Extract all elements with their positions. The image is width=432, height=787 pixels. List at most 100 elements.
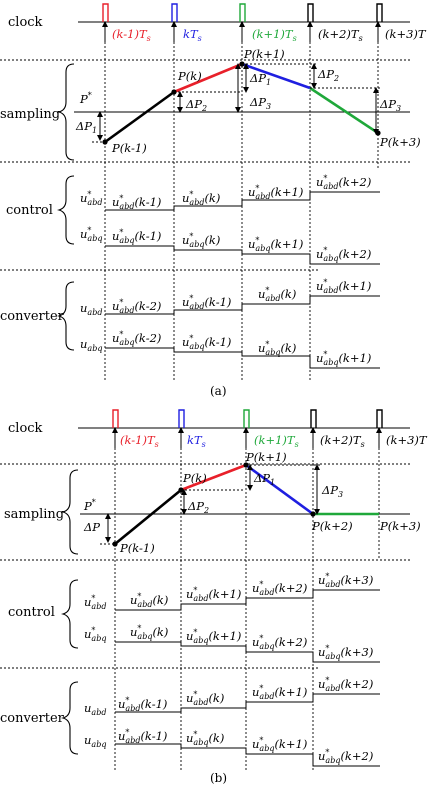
clock-label-b: clock — [8, 421, 43, 436]
control-d-waveform-a — [105, 191, 380, 211]
converter-d-labels-b: u*abd(k-1) u*abd(k) u*abd(k+1) u*abd(k+2… — [118, 676, 373, 713]
svg-text:u*abd(k+1): u*abd(k+1) — [186, 586, 241, 603]
label-pk+1-a: P(k+1) — [243, 47, 285, 61]
svg-text:u*abd(k-2): u*abd(k-2) — [112, 298, 161, 315]
control-q-labels-a: u*abq(k-1) u*abq(k) u*abq(k+1) u*abq(k+2… — [112, 228, 371, 263]
control-q-waveform-b — [115, 641, 380, 663]
svg-text:u*abd(k): u*abd(k) — [130, 592, 168, 609]
svg-text:u*abq(k+3): u*abq(k+3) — [318, 644, 373, 661]
svg-text:u*abd(k-1): u*abd(k-1) — [118, 696, 167, 713]
control-left-d-b: u*abd — [84, 594, 106, 611]
clock-label-5-a: (k+3)T — [385, 27, 427, 41]
converter-brace-a — [57, 281, 75, 351]
label-pk-a: P(k) — [177, 69, 202, 83]
clock-label-5-b: (k+3)T — [386, 433, 428, 447]
svg-text:u*abq(k): u*abq(k) — [130, 624, 168, 641]
svg-text:u*abd(k+1): u*abd(k+1) — [248, 184, 303, 201]
converter-d-waveform-a — [105, 295, 380, 315]
clock-pulse-2-b — [178, 409, 185, 428]
converter-d-waveform-b — [115, 693, 380, 713]
svg-text:u*abq(k-2): u*abq(k-2) — [112, 330, 161, 347]
pstar-a: P* — [79, 91, 92, 106]
control-d-waveform-b — [115, 589, 380, 611]
trajectory-red-a — [173, 62, 243, 94]
converter-left-d-a: uabd — [80, 301, 102, 317]
svg-text:u*abq(k): u*abq(k) — [182, 232, 220, 249]
clock-pulse-3-a — [239, 3, 246, 22]
control-brace-a — [57, 175, 75, 245]
converter-q-waveform-b — [115, 743, 380, 767]
svg-text:u*abq(k): u*abq(k) — [258, 340, 296, 357]
sampling-label-a: sampling — [0, 107, 60, 122]
svg-text:u*abq(k): u*abq(k) — [186, 730, 224, 747]
clock-label-3-b: (k+1)Ts — [254, 433, 299, 449]
trajectory-green-a — [309, 86, 379, 135]
control-q-waveform-a — [105, 245, 380, 265]
label-dp2b-a: ΔP2 — [317, 67, 339, 83]
point-pk-1-b — [112, 541, 118, 547]
label-dp3-a: ΔP3 — [249, 95, 271, 111]
converter-d-labels-a: u*abd(k-2) u*abd(k-1) u*abd(k) u*abd(k+1… — [112, 278, 371, 315]
svg-text:u*abd(k+3): u*abd(k+3) — [318, 572, 373, 589]
trajectory-blue-a — [241, 62, 311, 90]
panel-b: clock (k-1)Ts kTs (k+1)Ts (k+2)Ts (k+3)T — [0, 409, 428, 785]
label-dp3-b: ΔP3 — [321, 483, 343, 499]
panel-a: clock (k-1)Ts kTs (k+1)Ts (k+2)Ts (k+3)T — [0, 3, 427, 398]
clock-pulse-1-b — [112, 409, 119, 428]
control-brace-b — [61, 579, 79, 649]
label-pk-b: P(k) — [182, 471, 207, 485]
svg-text:u*abq(k+2): u*abq(k+2) — [318, 748, 373, 765]
control-label-b: control — [8, 605, 55, 620]
delta-p1-left-a: ΔP1 — [75, 119, 97, 135]
svg-text:u*abd(k-1): u*abd(k-1) — [182, 294, 231, 311]
svg-text:u*abd(k+2): u*abd(k+2) — [318, 676, 373, 693]
svg-text:u*abq(k+1): u*abq(k+1) — [248, 236, 303, 253]
clock-pulse-4-b — [310, 409, 317, 428]
label-pk-1-b: P(k-1) — [119, 541, 155, 555]
clock-label-4-b: (k+2)Ts — [320, 433, 365, 449]
control-q-labels-b: u*abq(k) u*abq(k+1) u*abq(k+2) u*abq(k+3… — [130, 624, 373, 661]
clock-label-1-a: (k-1)Ts — [112, 27, 151, 43]
converter-label-a: converter — [0, 309, 65, 324]
point-pk-1-a — [102, 139, 108, 145]
trajectory-black-a — [104, 90, 175, 144]
svg-text:u*abq(k-1): u*abq(k-1) — [182, 334, 231, 351]
svg-text:u*abq(k+2): u*abq(k+2) — [252, 634, 307, 651]
converter-q-waveform-a — [105, 347, 380, 369]
clock-label-2-a: kTs — [183, 27, 202, 43]
sampling-brace-a — [57, 63, 75, 161]
svg-text:u*abd(k+1): u*abd(k+1) — [316, 278, 371, 295]
converter-q-labels-b: u*abd(k-1) u*abq(k) u*abq(k+1) u*abq(k+2… — [118, 728, 373, 765]
control-label-a: control — [6, 203, 53, 218]
label-pk+1-b: P(k+1) — [245, 450, 287, 464]
control-left-q-b: u*abq — [84, 626, 106, 643]
clock-label-2-b: kTs — [187, 433, 206, 449]
clock-pulse-5-b — [376, 409, 383, 428]
sampling-brace-b — [61, 469, 79, 555]
converter-left-q-a: uabq — [80, 337, 102, 353]
svg-text:u*abq(k+2): u*abq(k+2) — [316, 246, 371, 263]
label-pk-1-a: P(k-1) — [111, 141, 147, 155]
point-pk+2-b — [310, 511, 316, 517]
clock-pulse-4-a — [307, 3, 314, 22]
svg-text:u*abq(k+1): u*abq(k+1) — [186, 628, 241, 645]
control-left-d-a: u*abd — [80, 190, 102, 207]
label-dp3b-a: ΔP3 — [379, 97, 401, 113]
clock-label-3-a: (k+1)Ts — [252, 27, 297, 43]
sampling-label-b: sampling — [4, 507, 64, 522]
clock-pulse-1-a — [102, 3, 109, 22]
svg-text:u*abd(k+1): u*abd(k+1) — [252, 684, 307, 701]
label-pk+3-b: P(k+3) — [379, 519, 421, 533]
svg-text:u*abq(k+1): u*abq(k+1) — [252, 736, 307, 753]
control-d-labels-b: u*abd(k) u*abd(k+1) u*abd(k+2) u*abd(k+3… — [130, 572, 373, 609]
svg-text:u*abd(k): u*abd(k) — [258, 286, 296, 303]
caption-a: (a) — [210, 384, 227, 398]
clock-pulse-2-a — [171, 3, 178, 22]
converter-left-d-b: uabd — [84, 701, 106, 717]
clock-label-1-b: (k-1)Ts — [120, 433, 159, 449]
trajectory-blue-b — [245, 463, 314, 516]
label-dp2-a: ΔP2 — [185, 97, 207, 113]
control-left-q-a: u*abq — [80, 226, 102, 243]
svg-text:u*abd(k): u*abd(k) — [182, 190, 220, 207]
